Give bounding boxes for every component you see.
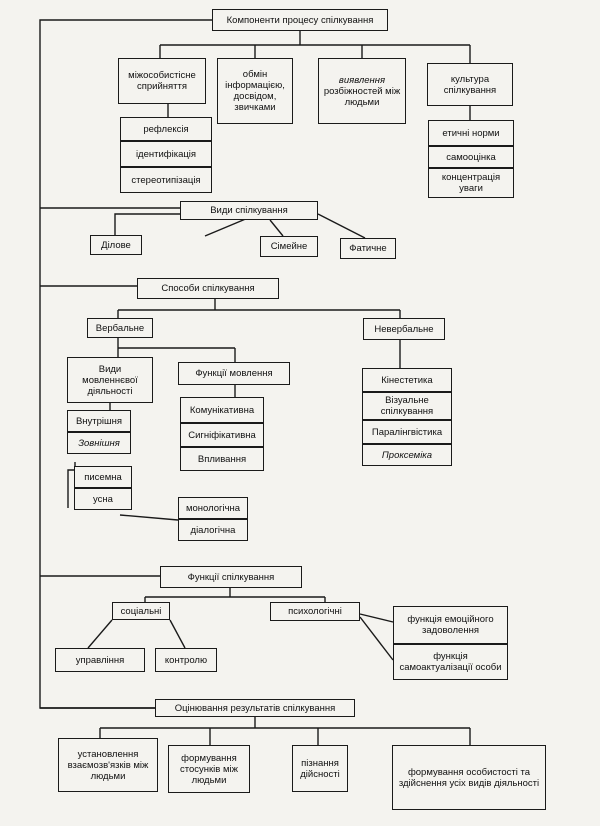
speech-function-significative: Сигніфікативна bbox=[180, 423, 264, 447]
function-social: соціальні bbox=[112, 602, 170, 620]
title-types: Види спілкування bbox=[180, 201, 318, 220]
evaluation-item-attitudes: формування стосунків між людьми bbox=[168, 745, 250, 793]
nonverbal-visual: Візуальне спілкування bbox=[362, 392, 452, 420]
component-differences: виявлення розбіжностей між людьми bbox=[318, 58, 406, 124]
component-culture: культура спілкування bbox=[427, 63, 513, 106]
method-nonverbal: Невербальне bbox=[363, 318, 445, 340]
differences-word: виявлення bbox=[338, 74, 386, 86]
speech-activity: Види мовленнєвої діяльності bbox=[67, 357, 153, 403]
speech-function-influence: Впливання bbox=[180, 447, 264, 471]
perception-item-identification: ідентифікація bbox=[120, 141, 212, 167]
type-business: Ділове bbox=[90, 235, 142, 255]
differences-rest: розбіжностей між людьми bbox=[323, 85, 401, 108]
component-perception: міжособистісне сприйняття bbox=[118, 58, 206, 104]
outer-kind-written: писемна bbox=[74, 466, 132, 488]
speech-function-communicative: Комунікативна bbox=[180, 397, 264, 423]
title-methods: Способи спілкування bbox=[137, 278, 279, 299]
social-item-management: управління bbox=[55, 648, 145, 672]
type-phatic: Фатичне bbox=[340, 238, 396, 259]
type-family: Сімейне bbox=[260, 236, 318, 257]
outer-kind-oral: усна bbox=[74, 488, 132, 510]
culture-item-ethics: етичні норми bbox=[428, 120, 514, 146]
oral-kind-monologue: монологічна bbox=[178, 497, 248, 519]
speech-functions: Функції мовлення bbox=[178, 362, 290, 385]
speech-kind-inner: Внутрішня bbox=[67, 410, 131, 432]
nonverbal-paralinguistics: Паралінгвістика bbox=[362, 420, 452, 444]
nonverbal-proxemics: Проксеміка bbox=[362, 444, 452, 466]
perception-item-stereotyping: стереотипізація bbox=[120, 167, 212, 193]
speech-kind-outer: Зовнішня bbox=[67, 432, 131, 454]
psych-item-emotional: функція емоційного задоволення bbox=[393, 606, 508, 644]
title-components: Компоненти процесу спілкування bbox=[212, 9, 388, 31]
method-verbal: Вербальне bbox=[87, 318, 153, 338]
nonverbal-kinesics: Кінестетика bbox=[362, 368, 452, 392]
component-exchange: обмін інформацією, досвідом, звичками bbox=[217, 58, 293, 124]
evaluation-item-cognition: пізнання дійсності bbox=[292, 745, 348, 792]
oral-kind-dialogue: діалогічна bbox=[178, 519, 248, 541]
title-functions: Функції спілкування bbox=[160, 566, 302, 588]
social-item-control: контролю bbox=[155, 648, 217, 672]
title-evaluation: Оцінювання результатів спілкування bbox=[155, 699, 355, 717]
function-psych: психологічні bbox=[270, 602, 360, 621]
psych-item-actualization: функція самоактуалізації особи bbox=[393, 644, 508, 680]
evaluation-item-relationships: установлення взаємозв'язків між людьми bbox=[58, 738, 158, 792]
evaluation-item-personality: формування особистості та здійснення усі… bbox=[392, 745, 546, 810]
perception-item-reflection: рефлексія bbox=[120, 117, 212, 141]
culture-item-attention: концентрація уваги bbox=[428, 168, 514, 198]
culture-item-self-esteem: самооцінка bbox=[428, 146, 514, 168]
